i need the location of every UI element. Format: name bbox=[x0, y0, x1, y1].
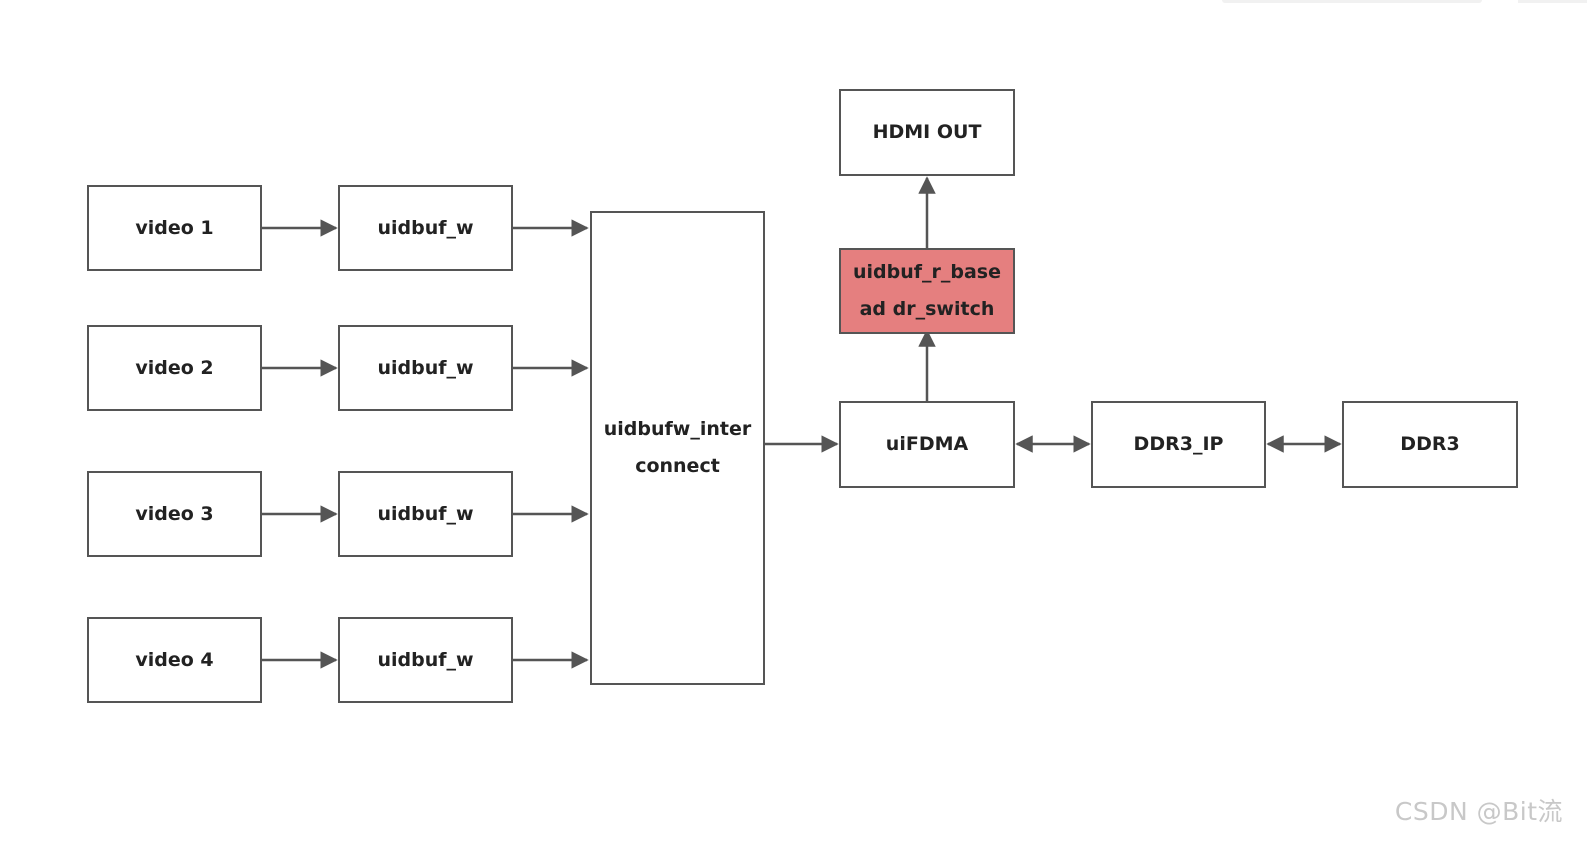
node-ddr3-ip: DDR3_IP bbox=[1091, 401, 1266, 488]
node-label: video 4 bbox=[135, 648, 214, 671]
node-label: uidbuf_w bbox=[377, 356, 474, 379]
node-ddr3: DDR3 bbox=[1342, 401, 1518, 488]
node-video-1: video 1 bbox=[87, 185, 262, 271]
node-uidbuf-w-1: uidbuf_w bbox=[338, 185, 513, 271]
watermark: CSDN @Bit流 bbox=[1394, 797, 1563, 826]
node-video-2: video 2 bbox=[87, 325, 262, 411]
node-interconnect: uidbufw_interconnect bbox=[590, 211, 765, 685]
node-label: HDMI OUT bbox=[872, 121, 982, 143]
node-uidbuf-w-2: uidbuf_w bbox=[338, 325, 513, 411]
node-label: DDR3 bbox=[1400, 433, 1460, 455]
node-hdmi-out: HDMI OUT bbox=[839, 89, 1015, 176]
node-label: uidbuf_w bbox=[377, 648, 474, 671]
node-label: uidbuf_w bbox=[377, 216, 474, 239]
node-uidbuf-w-3: uidbuf_w bbox=[338, 471, 513, 557]
node-label: video 1 bbox=[135, 216, 214, 239]
node-label: video 3 bbox=[135, 502, 214, 525]
node-uidbuf-w-4: uidbuf_w bbox=[338, 617, 513, 703]
node-label: uidbufw_interconnect bbox=[603, 418, 752, 477]
node-video-4: video 4 bbox=[87, 617, 262, 703]
node-label: uidbuf_w bbox=[377, 502, 474, 525]
top-edge-bar-right bbox=[1518, 0, 1587, 3]
node-label: DDR3_IP bbox=[1133, 433, 1224, 455]
node-label: video 2 bbox=[135, 356, 214, 379]
top-edge-bar bbox=[1222, 0, 1482, 3]
node-uidbuf-r-switch: uidbuf_r_basead dr_switch bbox=[839, 248, 1015, 334]
node-label: uiFDMA bbox=[885, 433, 969, 455]
node-video-3: video 3 bbox=[87, 471, 262, 557]
node-label: uidbuf_r_basead dr_switch bbox=[852, 261, 1002, 320]
node-uifdma: uiFDMA bbox=[839, 401, 1015, 488]
